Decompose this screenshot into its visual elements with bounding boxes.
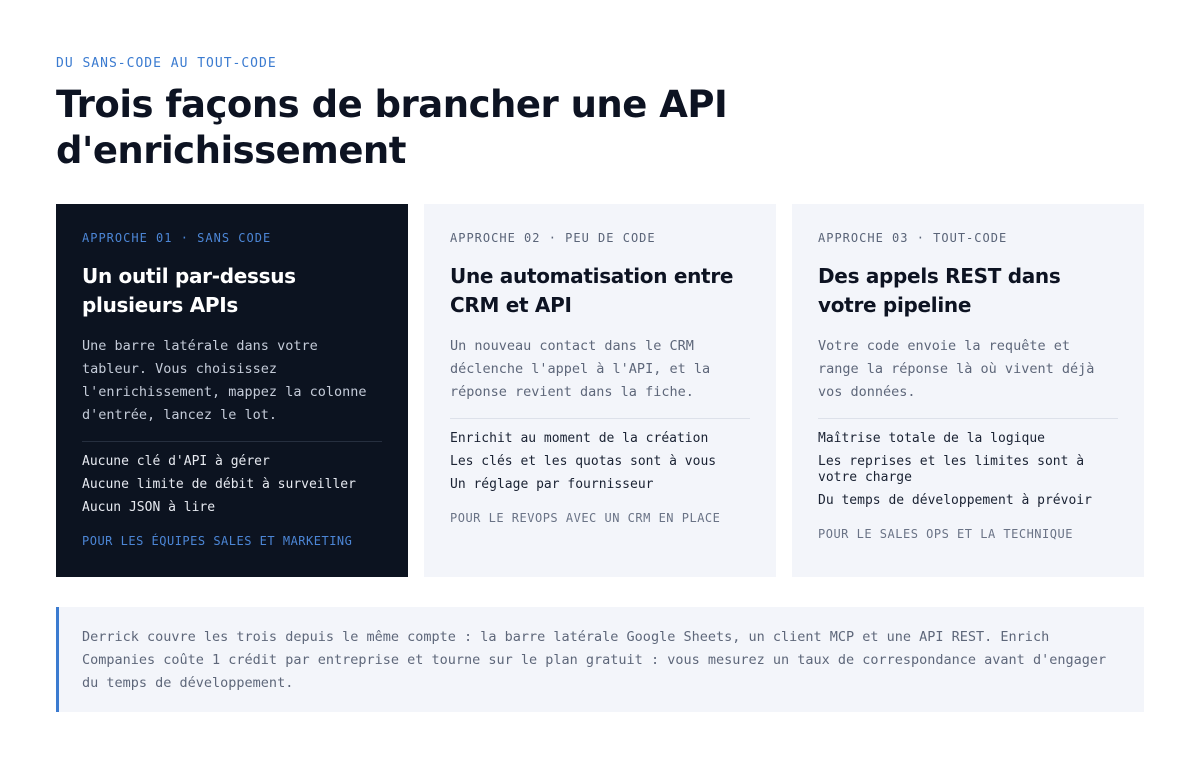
card-title: Une automatisation entre CRM et API — [450, 264, 734, 317]
approach-card-full-code: APPROCHE 03 · TOUT-CODE Des appels REST … — [792, 204, 1144, 577]
card-title: Un outil par-dessus plusieurs APIs — [82, 264, 296, 317]
card-point: Enrichit au moment de la création — [450, 431, 709, 446]
card-description: Votre code envoie la requête et range la… — [818, 338, 1095, 400]
card-description: Une barre latérale dans votre tableur. V… — [82, 338, 367, 423]
card-point: Un réglage par fournisseur — [450, 477, 654, 492]
card-point: Aucun JSON à lire — [82, 500, 216, 515]
card-audience: POUR LES ÉQUIPES SALES ET MARKETING — [82, 534, 353, 548]
section-eyebrow: DU SANS-CODE AU TOUT-CODE — [56, 56, 277, 71]
card-points: Aucune clé d'API à gérer Aucune limite d… — [82, 454, 382, 516]
card-point: Aucune limite de débit à surveiller — [82, 477, 356, 492]
card-kicker: APPROCHE 03 · TOUT-CODE — [818, 231, 1008, 245]
card-title: Des appels REST dans votre pipeline — [818, 264, 1061, 317]
card-divider — [82, 441, 382, 442]
card-description: Un nouveau contact dans le CRM déclenche… — [450, 338, 711, 400]
card-kicker: APPROCHE 01 · SANS CODE — [82, 231, 272, 245]
card-point: Aucune clé d'API à gérer — [82, 454, 270, 469]
card-audience: POUR LE REVOPS AVEC UN CRM EN PLACE — [450, 511, 721, 525]
card-kicker: APPROCHE 02 · PEU DE CODE — [450, 231, 656, 245]
card-point: Maîtrise totale de la logique — [818, 431, 1045, 446]
card-point: Les clés et les quotas sont à vous — [450, 454, 717, 469]
page-title: Trois façons de brancher une API d'enric… — [56, 83, 728, 172]
card-divider — [450, 418, 750, 419]
card-divider — [818, 418, 1118, 419]
approach-card-low-code: APPROCHE 02 · PEU DE CODE Une automatisa… — [424, 204, 776, 577]
card-points: Maîtrise totale de la logique Les repris… — [818, 431, 1118, 509]
card-points: Enrichit au moment de la création Les cl… — [450, 431, 750, 493]
card-audience: POUR LE SALES OPS ET LA TECHNIQUE — [818, 527, 1073, 541]
approach-cards: APPROCHE 01 · SANS CODE Un outil par-des… — [56, 204, 1144, 577]
card-point: Du temps de développement à prévoir — [818, 493, 1092, 508]
callout-note: Derrick couvre les trois depuis le même … — [56, 607, 1144, 712]
card-point: Les reprises et les limites sont à votre… — [818, 454, 1085, 485]
approach-card-no-code: APPROCHE 01 · SANS CODE Un outil par-des… — [56, 204, 408, 577]
